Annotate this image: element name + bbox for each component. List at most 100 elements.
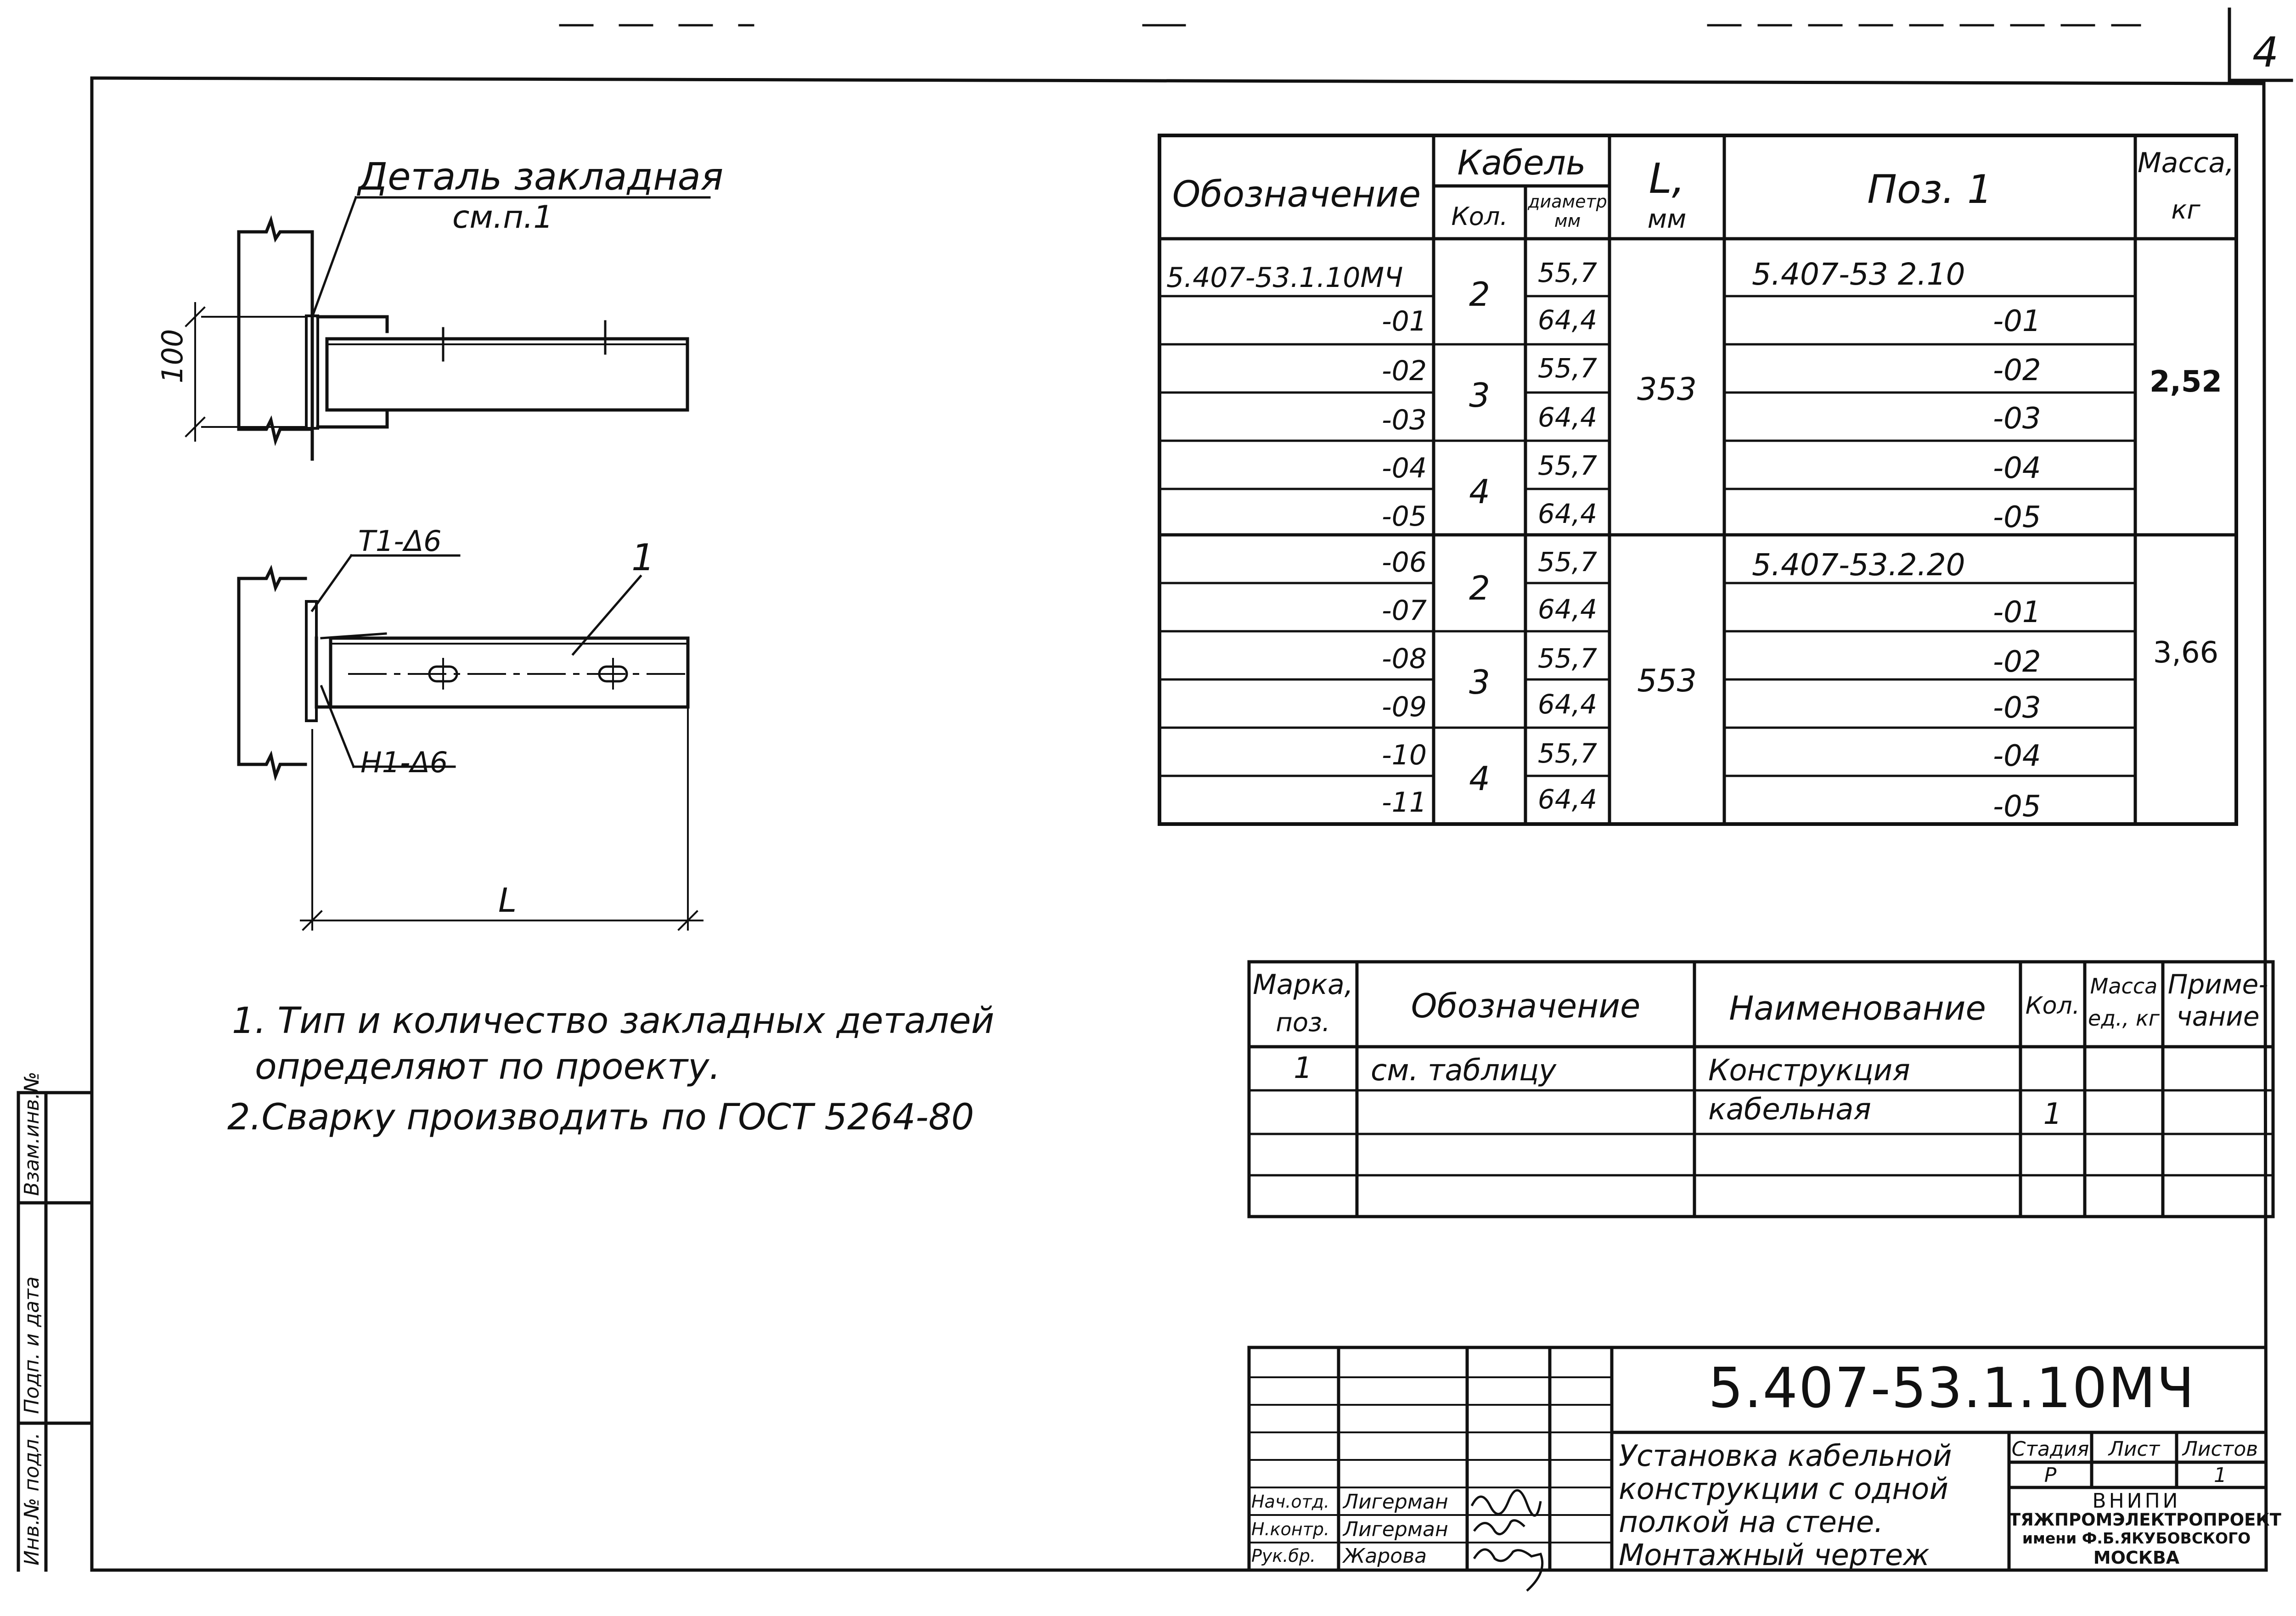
spec-row-designation: -11 [1382,786,1427,819]
spec-cable-qty: 3 [1469,376,1490,415]
signature-role: Н.контр. [1251,1519,1330,1539]
sheet-label: Лист [2108,1437,2160,1461]
spec-header-mass-unit: кг [2171,195,2200,225]
spec-cable-diam: 64,4 [1537,689,1598,720]
spec-cable-diam: 55,7 [1537,643,1598,674]
spec-pos: 5.407-53.2.20 [1752,547,1965,583]
sheets-value: 1 [2214,1464,2227,1487]
org-line: ВНИПИ [2092,1489,2181,1513]
weld-label-top: Т1-Δ6 [358,524,442,558]
spec-pos: -02 [1993,354,2041,387]
spec-header-cable: Кабель [1457,143,1586,183]
spec-pos: -05 [1993,500,2041,534]
spec-pos: -01 [1993,304,2041,338]
spec-cable-diam: 55,7 [1537,450,1598,481]
spec-cable-qty: 2 [1469,275,1490,314]
parts-header-designation: Обозначение [1411,987,1641,1025]
document-title-line: Установка кабельной [1619,1439,1952,1473]
dimension-100: 100 [156,329,189,383]
stage-value: Р [2044,1464,2057,1487]
position-mark: 1 [631,536,655,579]
note-1-line-2: определяют по проекту. [255,1046,721,1088]
spec-header-length-unit: мм [1647,204,1687,234]
parts-row-qty: 1 [2043,1097,2062,1131]
spec-header-length: L, [1649,155,1685,203]
spec-row-designation: -06 [1382,546,1427,578]
spec-header-mass: Масса, [2137,147,2234,179]
spec-row-designation: -09 [1382,691,1427,723]
spec-pos: -02 [1993,645,2041,679]
parts-header-mass-2: ед., кг [2088,1006,2160,1031]
signature-name: Лигерман [1343,1490,1448,1514]
signature-role: Рук.бр. [1251,1546,1316,1566]
side-stamp-sign-date: Подп. и дата [20,1276,44,1414]
spec-cable-diam: 64,4 [1537,784,1598,815]
spec-cable-diam: 64,4 [1537,498,1598,529]
spec-pos: -04 [1993,739,2041,773]
sheets-label: Листов [2182,1437,2258,1461]
signature-scribbles [1470,1489,1544,1592]
spec-header-cable-qty: Кол. [1451,202,1508,231]
parts-header-name: Наименование [1729,989,1986,1027]
spec-row-designation: -02 [1382,355,1427,387]
parts-header-mark: Марка, [1253,969,1353,1001]
dimension-L: L [498,881,517,920]
signature-name: Жарова [1343,1544,1427,1568]
note-2: 2.Сварку производить по ГОСТ 5264-80 [227,1097,974,1138]
signature-name: Лигерман [1343,1518,1448,1541]
stage-label: Стадия [2011,1437,2089,1461]
document-code: 5.407-53.1.10МЧ [1708,1357,2195,1420]
spec-row-designation: -08 [1382,643,1427,675]
callout-title: Деталь закладная [358,155,724,199]
spec-length: 553 [1637,663,1697,699]
side-stamp-replace-inv: Взам.инв.№ [20,1072,44,1196]
spec-row-designation: -07 [1382,595,1427,627]
org-line: МОСКВА [2093,1548,2180,1568]
spec-header-cable-diam-unit: мм [1554,211,1581,231]
spec-pos: -01 [1993,595,2041,629]
parts-header-note: Приме- [2167,969,2268,1000]
spec-cable-diam: 55,7 [1537,738,1598,769]
spec-pos: 5.407-53 2.10 [1752,257,1965,292]
spec-cable-diam: 64,4 [1537,594,1598,625]
parts-row-designation: см. таблицу [1371,1054,1557,1088]
spec-cable-qty: 4 [1469,759,1490,798]
parts-header-mark-2: поз. [1276,1008,1330,1038]
spec-cable-diam: 55,7 [1537,353,1598,384]
spec-cable-diam: 64,4 [1537,304,1598,336]
sheet-number: 4 [2252,28,2279,77]
spec-mass: 3,66 [2153,636,2219,670]
spec-cable-qty: 2 [1469,569,1490,607]
spec-row-designation: -01 [1382,305,1427,337]
spec-header-designation: Обозначение [1172,174,1421,215]
spec-pos: -05 [1993,790,2041,824]
spec-pos: -03 [1993,402,2041,436]
spec-cable-qty: 4 [1469,472,1490,511]
signature-role: Нач.отд. [1251,1492,1330,1512]
spec-pos: -04 [1993,451,2041,485]
parts-row-name: Конструкция [1708,1054,1910,1088]
spec-header-pos1: Поз. 1 [1867,167,1992,213]
document-title-line: полкой на стене. [1619,1505,1884,1539]
spec-mass: 2,52 [2150,365,2222,399]
spec-row-designation: 5.407-53.1.10МЧ [1166,262,1403,294]
spec-row-designation: -03 [1382,404,1427,436]
document-title-line: конструкции с одной [1619,1472,1948,1506]
parts-row-name: кабельная [1708,1093,1871,1127]
note-1-line-1: 1. Тип и количество закладных деталей [232,1000,995,1042]
spec-row-designation: -05 [1382,500,1427,533]
weld-label-bottom: Н1-Δ6 [360,746,448,779]
spec-pos: -03 [1993,691,2041,725]
parts-row-mark: 1 [1294,1051,1312,1085]
spec-cable-qty: 3 [1469,663,1490,701]
org-line: ТЯЖПРОМЭЛЕКТРОПРОЕКТ [2009,1510,2281,1530]
parts-header-mass: Масса [2090,974,2158,999]
callout-ref: см.п.1 [452,199,553,236]
parts-header-note-2: чание [2176,1001,2260,1032]
parts-header-qty: Кол. [2025,992,2080,1020]
side-stamp-inv: Инв.№ подл. [20,1432,44,1566]
spec-row-designation: -04 [1382,452,1427,484]
spec-row-designation: -10 [1382,739,1427,771]
document-title-line: Монтажный чертеж [1619,1538,1930,1572]
spec-length: 353 [1637,371,1697,408]
